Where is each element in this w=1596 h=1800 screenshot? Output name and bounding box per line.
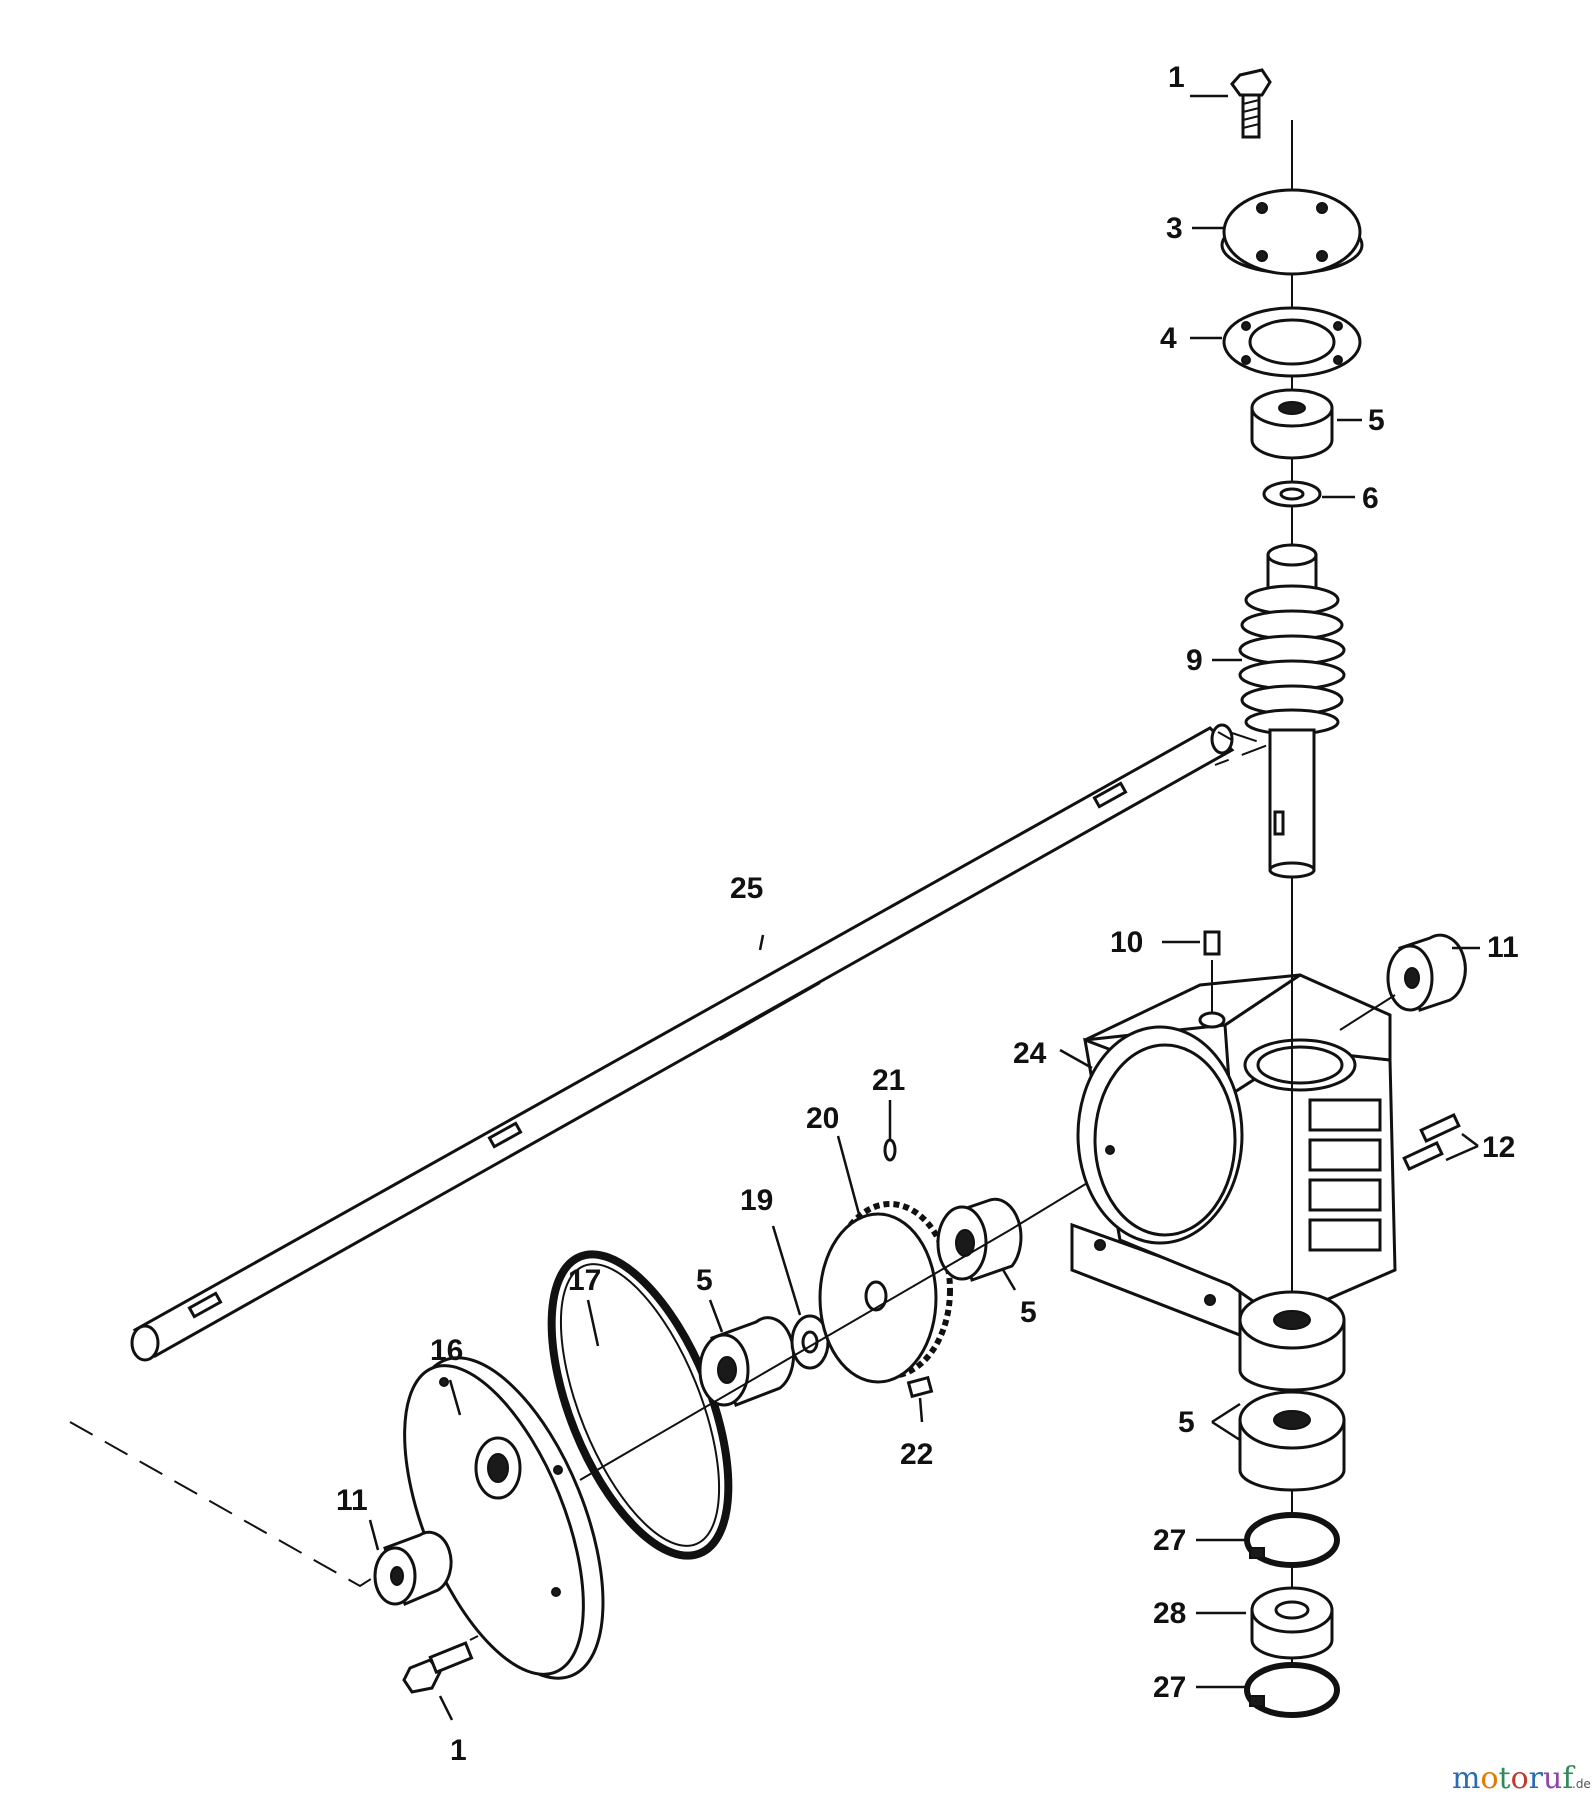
cover-plate-3 — [1220, 188, 1364, 276]
label-bolt-bottom: 1 — [450, 1734, 467, 1767]
leader-lines — [368, 94, 1480, 1721]
plug-10 — [1198, 930, 1226, 1029]
label-shaft: 25 — [730, 872, 763, 905]
housing-24 — [1070, 973, 1397, 1338]
pins-12 — [1402, 1112, 1461, 1172]
bearing-5-top — [1250, 388, 1334, 460]
svg-text:motoruf: motoruf — [1452, 1761, 1575, 1796]
label-bearings-lower: 5 — [1178, 1406, 1195, 1439]
bearing-5-lower-a — [1238, 1290, 1346, 1392]
label-washer-19: 19 — [740, 1184, 773, 1217]
label-washer-top: 6 — [1362, 482, 1379, 515]
shaft-25 — [130, 723, 1271, 1362]
gear-20 — [818, 1201, 953, 1384]
label-housing: 24 — [1013, 1037, 1047, 1070]
watermark-letter: m — [1452, 1761, 1480, 1796]
bolt-1-bottom — [402, 1635, 479, 1694]
ring-27-a — [1244, 1512, 1340, 1568]
label-bearing-mid: 5 — [696, 1264, 713, 1297]
watermark-letter: u — [1543, 1761, 1562, 1796]
worm-9 — [1238, 543, 1346, 879]
label-gasket-top: 4 — [1160, 322, 1177, 355]
label-key-22: 22 — [900, 1438, 933, 1471]
bearing-5-gear-right — [936, 1197, 1023, 1282]
label-bearing-right: 11 — [1487, 931, 1519, 964]
watermark-letter: r — [1529, 1761, 1544, 1796]
label-cover-plate: 3 — [1166, 212, 1183, 245]
label-gasket-17: 17 — [568, 1264, 601, 1297]
washer-6 — [1262, 480, 1322, 508]
gasket-4 — [1222, 306, 1362, 378]
key-21 — [883, 1138, 897, 1162]
label-key-21: 21 — [872, 1064, 905, 1097]
key-22 — [906, 1375, 934, 1399]
axis-gear — [579, 1229, 1011, 1481]
label-plug: 10 — [1110, 926, 1143, 959]
label-ring-27b: 27 — [1153, 1671, 1186, 1704]
bearing-11-left — [373, 1530, 453, 1607]
label-bearing-top: 5 — [1368, 404, 1385, 437]
seal-28 — [1250, 1586, 1334, 1660]
watermark-letter: o — [1511, 1761, 1529, 1796]
centerline-left — [69, 1421, 386, 1588]
bearing-5-lower-b — [1238, 1390, 1346, 1492]
ring-27-b — [1244, 1662, 1340, 1718]
bearing-11-right — [1339, 933, 1467, 1031]
label-pins: 12 — [1482, 1131, 1515, 1164]
bolt-1-top — [1230, 68, 1272, 139]
label-cover-16: 16 — [430, 1334, 463, 1367]
bearing-5-mid — [698, 1316, 796, 1407]
label-bolt-top: 1 — [1168, 61, 1185, 94]
watermark-suffix: .de — [1572, 1777, 1591, 1791]
watermark-letter: f — [1562, 1761, 1575, 1796]
cover-16 — [403, 1356, 605, 1680]
label-bearing-gear-right: 5 — [1020, 1296, 1037, 1329]
watermark-logo: motoruf .de — [1452, 1761, 1591, 1796]
label-bearing-left: 11 — [336, 1484, 368, 1517]
label-ring-27a: 27 — [1153, 1524, 1186, 1557]
label-gear: 20 — [806, 1102, 839, 1135]
watermark-letter: o — [1480, 1761, 1498, 1796]
label-worm: 9 — [1186, 644, 1203, 677]
watermark-letter: t — [1499, 1761, 1511, 1796]
label-seal-28: 28 — [1153, 1597, 1186, 1630]
